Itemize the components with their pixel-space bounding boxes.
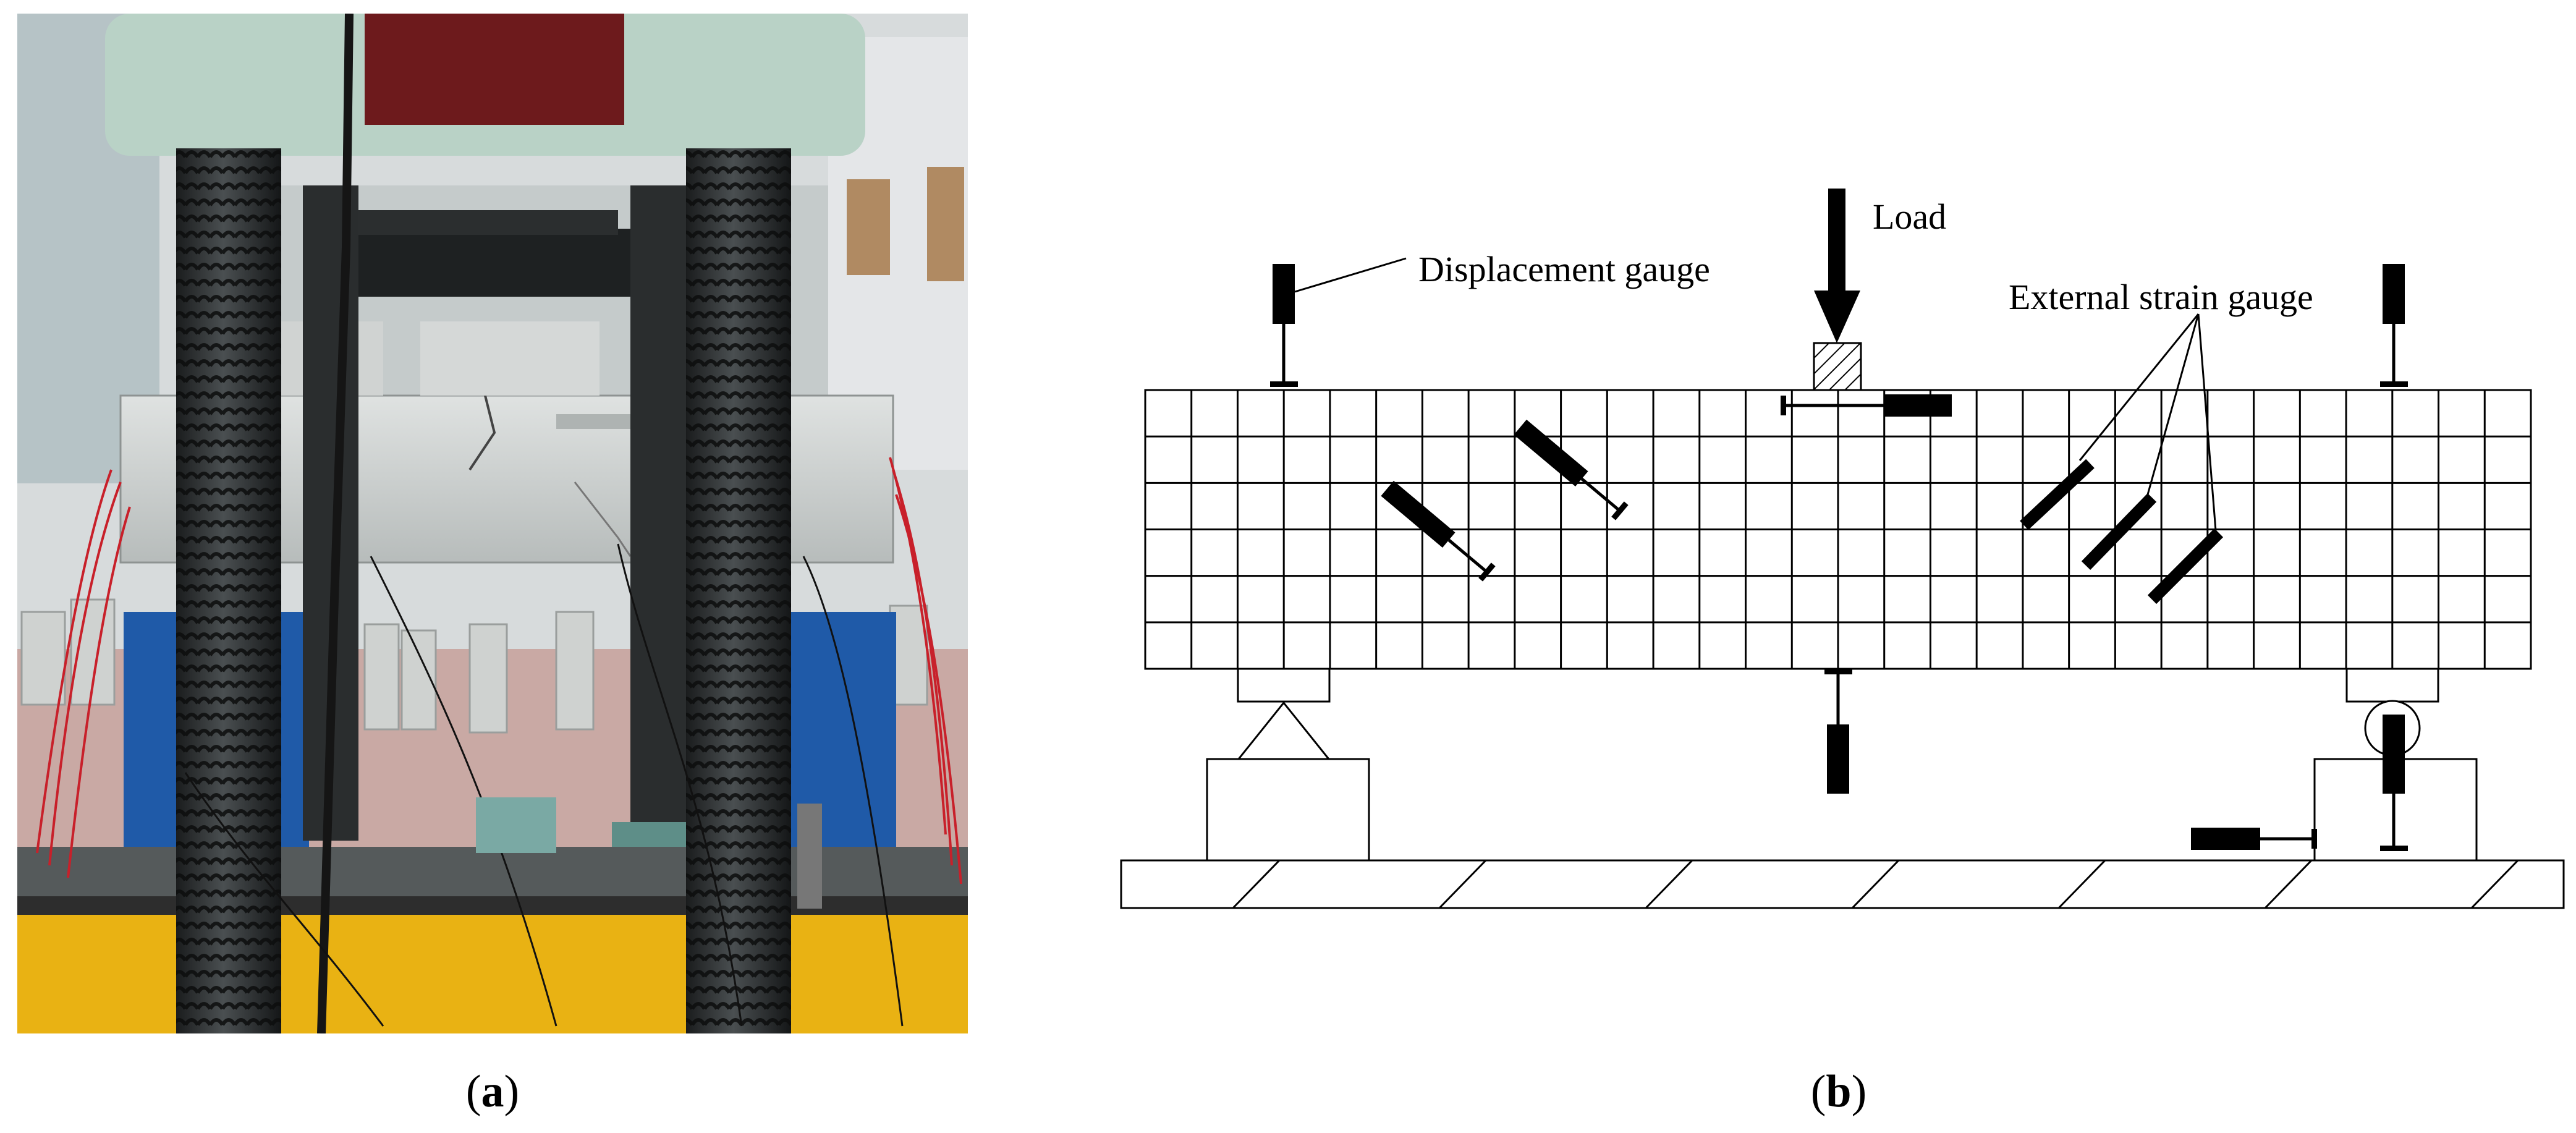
- cable: [317, 14, 354, 1033]
- loading-base-yellow: [17, 902, 968, 1033]
- displacement-gauge-midspan-bottom: [1827, 724, 1849, 794]
- caption-b: (b): [1811, 1066, 1866, 1117]
- horizontal-gauge-midspan-top: [1884, 394, 1952, 417]
- displacement-gauge-top-left: [1273, 264, 1295, 324]
- external-strain-gauge-3: [2147, 528, 2224, 605]
- load-label: Load: [1873, 197, 1946, 237]
- displacement-gauge-leader: [1294, 257, 1407, 293]
- notice-board-2: [927, 167, 964, 281]
- ground-hatch-line: [1232, 859, 1281, 909]
- external-strain-gauge-label: External strain gauge: [2009, 277, 2313, 317]
- strain-gauge-wires: [36, 457, 962, 885]
- ground-hatch-line: [1851, 859, 1900, 909]
- ground-hatch-line: [1645, 859, 1693, 909]
- ground-hatch: [1232, 859, 2519, 909]
- ground-hatch-line: [1438, 859, 1487, 909]
- panel-a-photo: [17, 14, 968, 1033]
- panel-b-diagram: [1120, 189, 2565, 909]
- pin-support: [1236, 701, 1331, 760]
- beam-grid: [1144, 389, 2532, 670]
- displacement-gauge-support-horizontal: [2191, 828, 2260, 850]
- ground-slab: [1120, 859, 2565, 909]
- external-strain-gauge-2: [2081, 493, 2157, 570]
- left-support-stub: [1237, 668, 1331, 703]
- ground-hatch-line: [2264, 859, 2313, 909]
- external-strain-gauge-1: [2020, 459, 2095, 530]
- load-plate: [1813, 342, 1862, 391]
- threaded-column-left: [176, 148, 281, 1033]
- displacement-gauge-label: Displacement gauge: [1418, 249, 1710, 289]
- ground-hatch-line: [2470, 859, 2519, 909]
- ground-hatch-line: [2057, 859, 2106, 909]
- strain-gauge-leaders: [2078, 313, 2217, 531]
- support-right-blue: [773, 612, 896, 878]
- displacement-gauge-top-right: [2383, 264, 2405, 324]
- load-arrow-head: [1814, 291, 1860, 343]
- right-support-stub: [2345, 668, 2439, 703]
- threaded-column-right: [686, 148, 791, 1033]
- displacement-gauge-support-right: [2383, 715, 2405, 794]
- sensor-wires: [184, 543, 904, 1027]
- inclined-gauge-1: [1381, 480, 1496, 582]
- left-support-block: [1206, 758, 1370, 862]
- inclined-gauge-2: [1514, 419, 1629, 520]
- caption-a: (a): [466, 1066, 519, 1117]
- notice-board-1: [847, 179, 890, 275]
- load-arrow-shaft: [1828, 189, 1845, 297]
